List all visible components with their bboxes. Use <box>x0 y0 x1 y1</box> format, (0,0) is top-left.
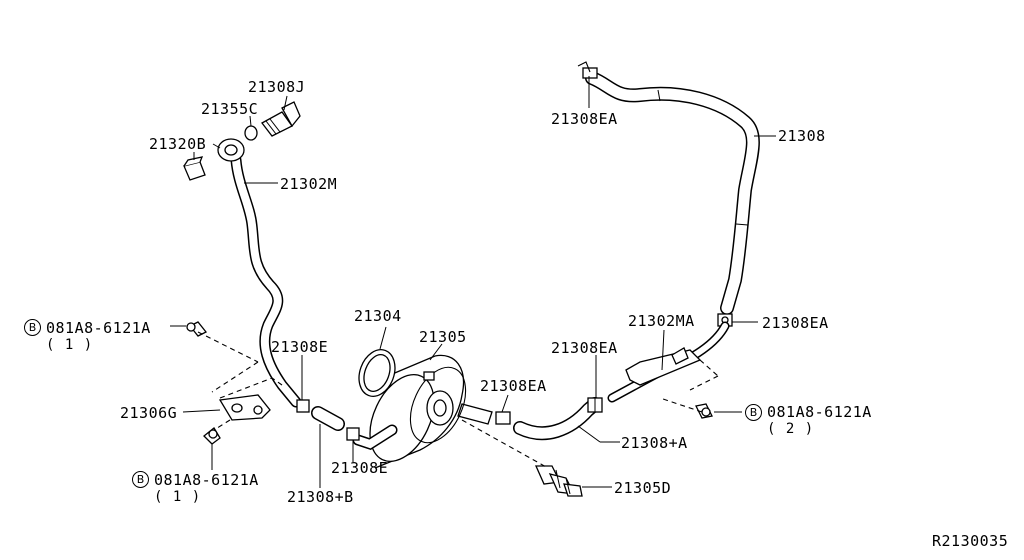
connector-21308j <box>261 101 301 137</box>
label-bolt-lower-left-qty: ( 1 ) <box>154 489 202 505</box>
leader-lines <box>170 76 776 488</box>
label-21308ea-top: 21308EA <box>551 110 618 128</box>
label-21308e-lower: 21308E <box>331 459 389 477</box>
tube-21302m <box>230 154 302 408</box>
label-21308ea-center: 21308EA <box>551 339 618 357</box>
label-21308-plus-a: 21308+A <box>621 434 688 452</box>
clamp-21308e-upper <box>296 399 310 413</box>
hose-21308 <box>585 71 760 315</box>
bracket-21306g <box>218 394 271 421</box>
bolt-badge-lower-left: B <box>132 471 149 488</box>
label-21306g: 21306G <box>120 404 178 422</box>
label-21308: 21308 <box>778 127 826 145</box>
gasket-21304 <box>358 349 396 397</box>
assembly-dashed-lines <box>197 331 719 469</box>
clamp-21308ea-top <box>577 61 598 79</box>
label-bolt-lower-left: 081A8-6121A <box>154 471 259 489</box>
bolt-badge-right: B <box>745 404 762 421</box>
label-bolt-right: 081A8-6121A <box>767 403 872 421</box>
label-21355c: 21355C <box>201 100 259 118</box>
clamp-21308ea-mid <box>495 411 511 425</box>
hose-21308-plus-b <box>311 406 345 431</box>
label-21308-plus-b: 21308+B <box>287 488 354 506</box>
label-21320b: 21320B <box>149 135 207 153</box>
banjo-eye-fitting <box>217 138 245 162</box>
bolt-081a8-6121a-left-upper <box>186 321 208 337</box>
label-21302m: 21302M <box>280 175 338 193</box>
cap-21320b <box>183 156 206 181</box>
bolt-081a8-6121a-left-lower <box>203 427 221 445</box>
bolt-081a8-6121a-right <box>695 403 713 419</box>
reference-code: R2130035 <box>932 532 1009 550</box>
tube-21302ma <box>607 321 730 403</box>
bolt-badge-upper-left: B <box>24 319 41 336</box>
hose-21308-plus-a <box>513 397 602 441</box>
clamp-21308ea-right <box>717 313 733 327</box>
label-21308ea-mid: 21308EA <box>480 377 547 395</box>
label-21305: 21305 <box>419 328 467 346</box>
union-21305d <box>534 465 583 497</box>
cooler-outlet-stub <box>457 403 493 425</box>
label-21308e-upper: 21308E <box>271 338 329 356</box>
label-bolt-upper-left: 081A8-6121A <box>46 319 151 337</box>
clamp-21308e-lower <box>346 427 360 441</box>
cooler-inlet-tube <box>352 424 398 451</box>
label-21302ma: 21302MA <box>628 312 695 330</box>
label-21305d: 21305D <box>614 479 672 497</box>
clamp-21308ea-center <box>587 397 603 413</box>
label-21308ea-right: 21308EA <box>762 314 829 332</box>
label-bolt-upper-left-qty: ( 1 ) <box>46 337 94 353</box>
label-21308j: 21308J <box>248 78 306 96</box>
washer-21355c <box>244 125 258 141</box>
label-bolt-right-qty: ( 2 ) <box>767 421 815 437</box>
label-21304: 21304 <box>354 307 402 325</box>
